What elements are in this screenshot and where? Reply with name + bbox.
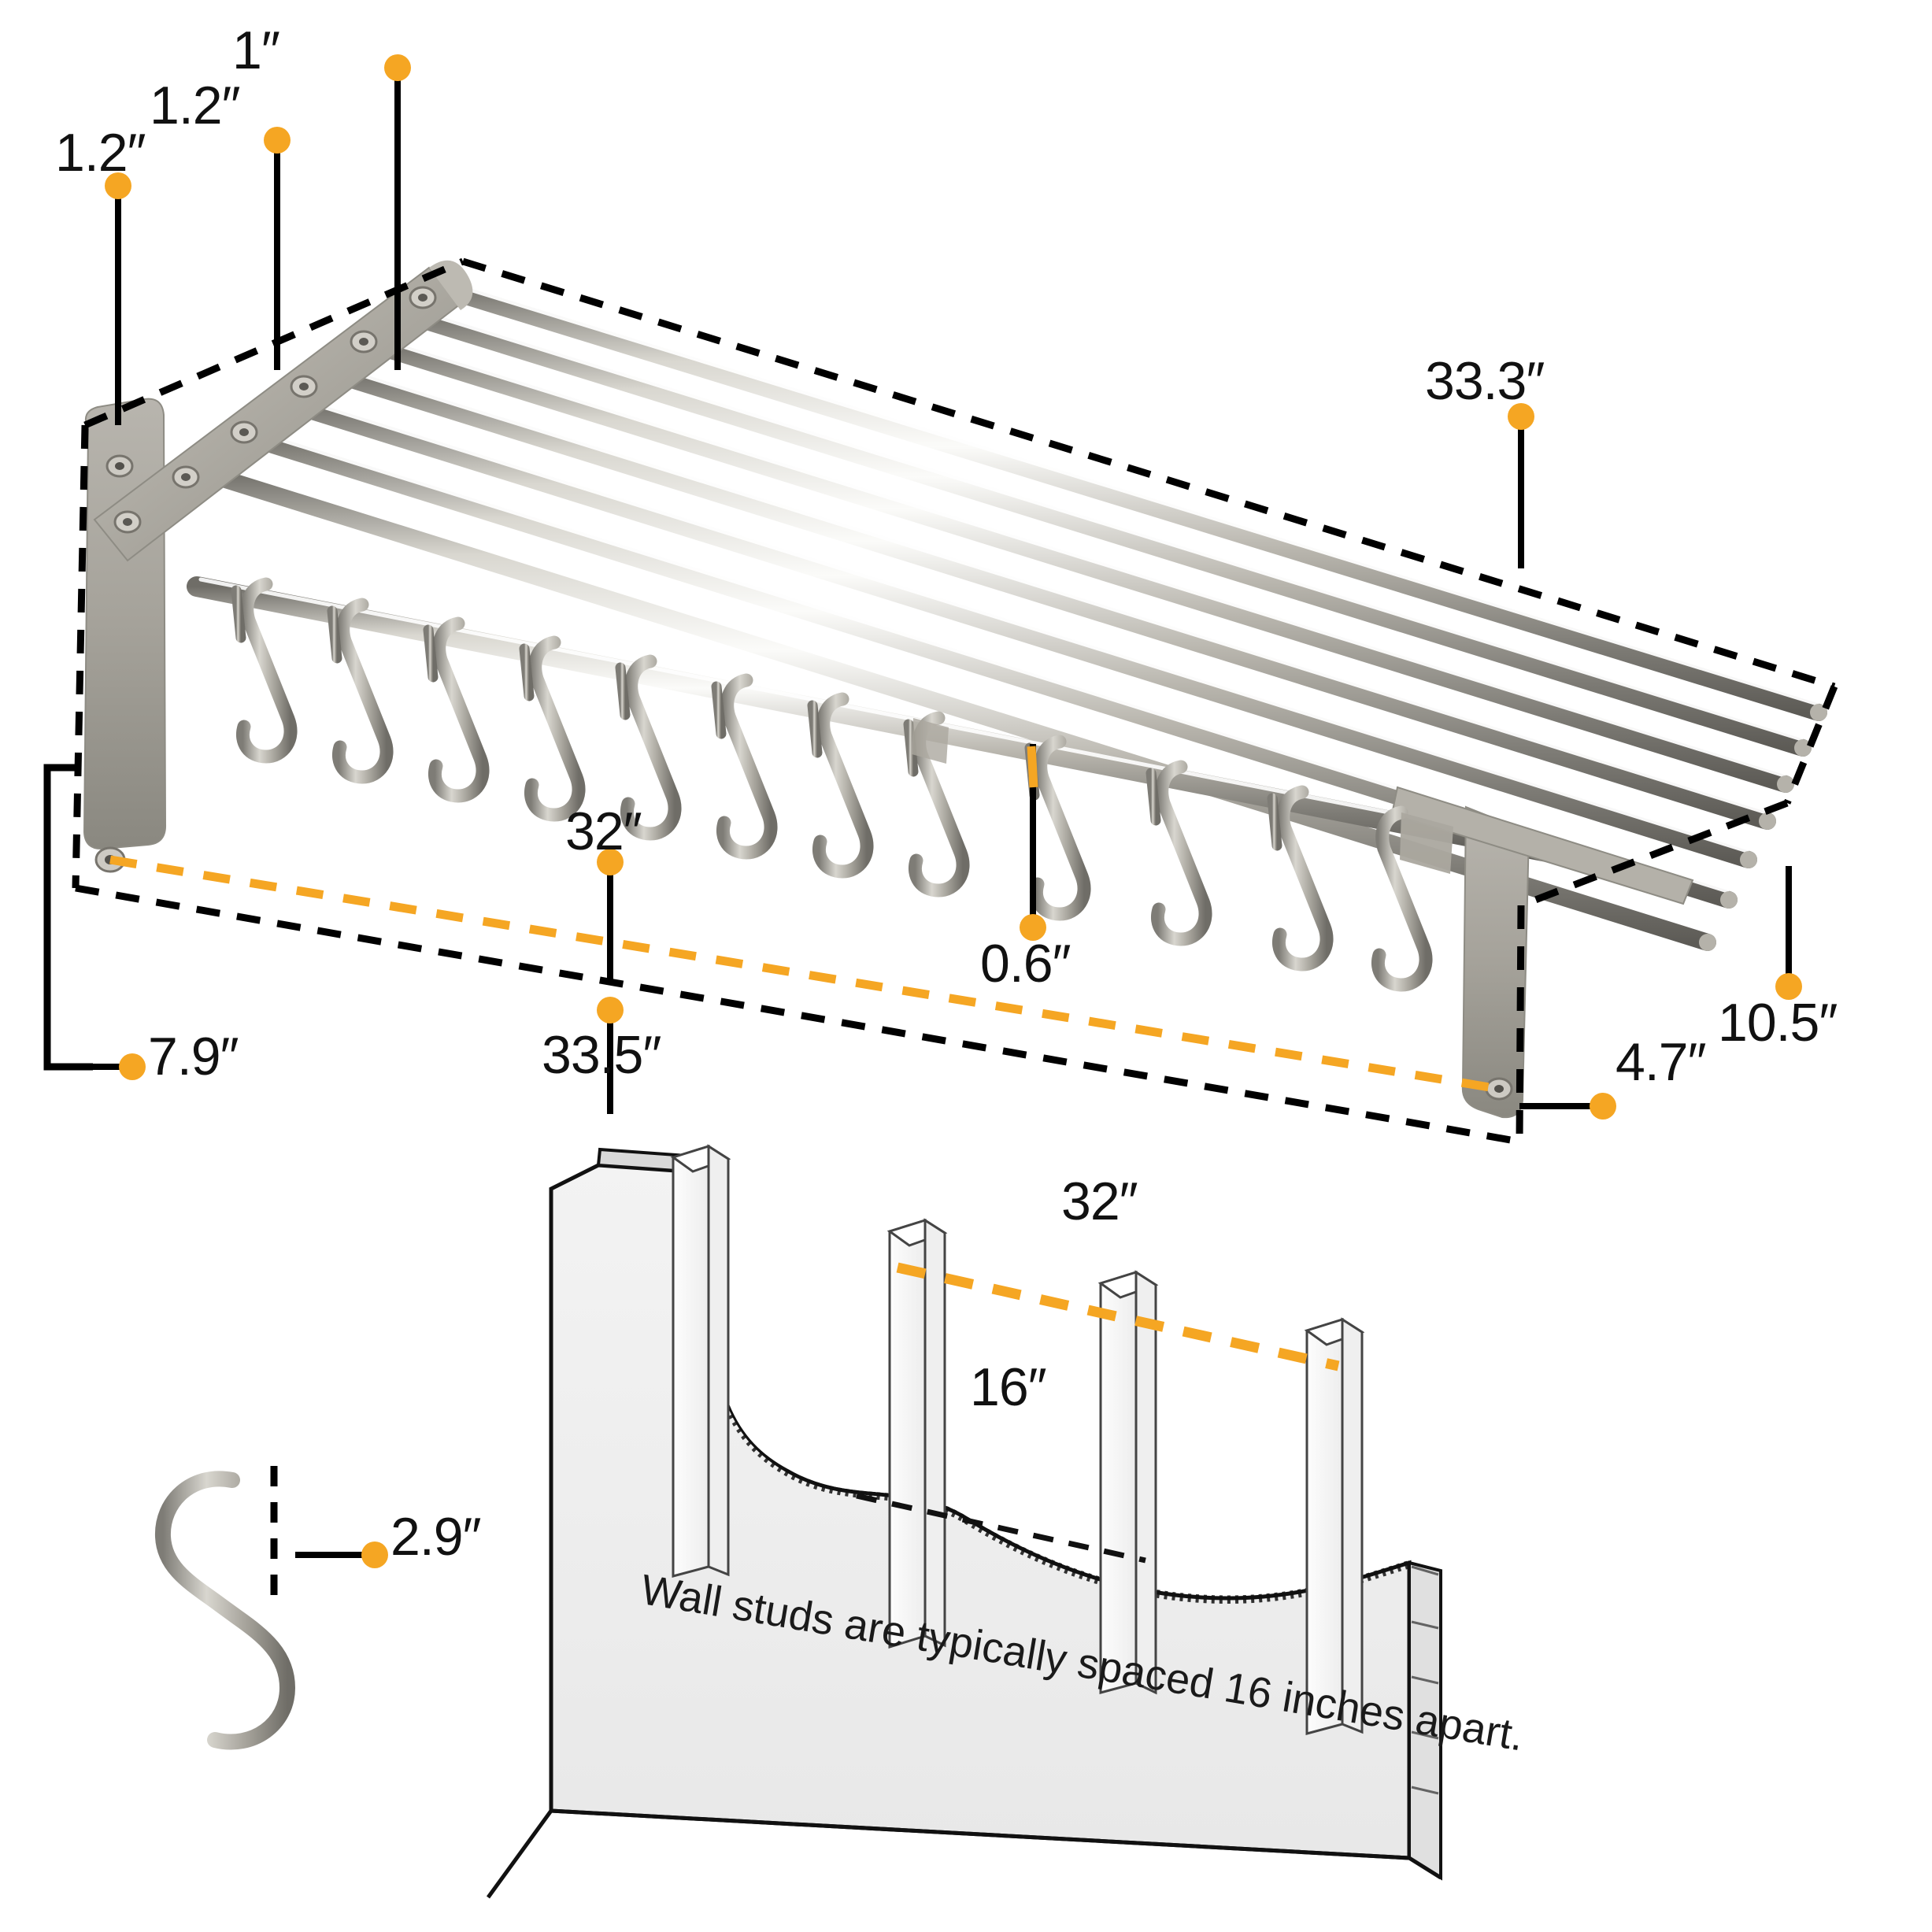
s-hook [524, 635, 586, 822]
dim-label-overall-depth-top: 33.3″ [1425, 351, 1545, 411]
wall-stud-group [670, 1144, 1365, 1735]
dim-label-bracket-depth-right: 4.7″ [1616, 1032, 1707, 1092]
s-hook [1371, 805, 1433, 992]
dim-label-stud-span: 32″ [1061, 1171, 1138, 1231]
stud-gap-measure-line [856, 1493, 1146, 1564]
wall-stud [1304, 1317, 1365, 1735]
floor-perspective-line [486, 1808, 1442, 1899]
deck-support-plates [912, 718, 1453, 874]
left-wall-bracket [83, 260, 473, 873]
s-hook [1151, 760, 1212, 946]
dim-label-bracket-height: 7.9″ [148, 1027, 239, 1086]
dim-label-rail-diameter: 0.6″ [980, 934, 1071, 994]
s-hook [1030, 735, 1091, 921]
dim-label-s-hook-length: 2.9″ [390, 1507, 482, 1567]
callout-leaders [47, 71, 1792, 1558]
right-wall-bracket [1390, 786, 1694, 1119]
s-hook [812, 692, 874, 879]
bracket-rivets [113, 286, 437, 534]
dim-label-overall-width: 33.5″ [542, 1025, 661, 1085]
rod-end-caps [1699, 704, 1827, 951]
s-hook-upper-tails [231, 585, 1282, 851]
rail-diameter-tick [1027, 746, 1038, 788]
shelf-rods [187, 275, 1827, 951]
s-hook-row [236, 577, 1433, 992]
dim-label-bracket-plate-width-left: 1.2″ [55, 123, 146, 183]
wall-stud [1097, 1270, 1159, 1695]
s-hook [620, 654, 682, 841]
s-hook-icon [154, 1471, 296, 1750]
s-hook [332, 598, 394, 784]
wall-stud [670, 1144, 731, 1578]
dim-label-mount-hole-span: 32″ [565, 801, 642, 861]
dim-label-bracket-arm-width: 1.2″ [150, 76, 241, 135]
wall-stud [886, 1218, 948, 1649]
s-hook [236, 577, 298, 764]
dim-label-stud-gap: 16″ [970, 1357, 1047, 1417]
callout-dots [105, 54, 1802, 1568]
s-hook [716, 673, 778, 860]
stud-span-measure-line [896, 1262, 1340, 1371]
s-hook [428, 616, 490, 803]
dim-label-rod-spacing-top: 1″ [232, 20, 280, 80]
dim-label-overall-height-right: 10.5″ [1718, 993, 1838, 1053]
s-hook [1272, 785, 1334, 972]
